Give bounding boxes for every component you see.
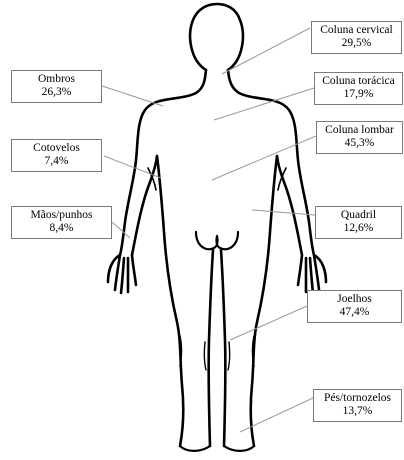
label-quadril: Quadril 12,6% (315, 206, 402, 239)
region-value: 7,4% (12, 155, 101, 168)
leader-line-coluna-toracica (214, 88, 314, 120)
label-joelhos: Joelhos 47,4% (307, 290, 402, 323)
leader-line-coluna-cervical (222, 28, 310, 74)
leader-line-quadril (252, 210, 315, 215)
region-value: 26,3% (12, 86, 101, 99)
label-ombros: Ombros 26,3% (11, 70, 102, 103)
region-value: 45,3% (317, 137, 402, 150)
label-cotovelos: Cotovelos 7,4% (11, 139, 102, 172)
region-name: Quadril (316, 209, 401, 222)
region-value: 29,5% (312, 37, 401, 50)
label-coluna-cervical: Coluna cervical 29,5% (311, 21, 402, 54)
label-pes-tornozelos: Pés/tornozelos 13,7% (313, 389, 402, 422)
region-name: Ombros (12, 73, 101, 86)
label-coluna-toracica: Coluna torácica 17,9% (314, 72, 403, 105)
leader-line-joelhos (230, 306, 307, 340)
region-name: Mãos/punhos (12, 209, 111, 222)
region-name: Coluna lombar (317, 124, 402, 137)
region-value: 12,6% (316, 222, 401, 235)
leader-line-cotovelos (104, 156, 161, 178)
label-maos-punhos: Mãos/punhos 8,4% (11, 206, 112, 239)
label-coluna-lombar: Coluna lombar 45,3% (316, 121, 403, 154)
region-value: 8,4% (12, 222, 111, 235)
leader-line-ombros (102, 86, 163, 106)
region-name: Coluna cervical (312, 24, 401, 37)
region-value: 13,7% (314, 405, 401, 418)
leader-line-maos-punhos (112, 222, 130, 238)
region-value: 17,9% (315, 88, 402, 101)
region-name: Pés/tornozelos (314, 392, 401, 405)
region-name: Joelhos (308, 293, 401, 306)
region-value: 47,4% (308, 306, 401, 319)
region-name: Cotovelos (12, 142, 101, 155)
region-name: Coluna torácica (315, 75, 402, 88)
